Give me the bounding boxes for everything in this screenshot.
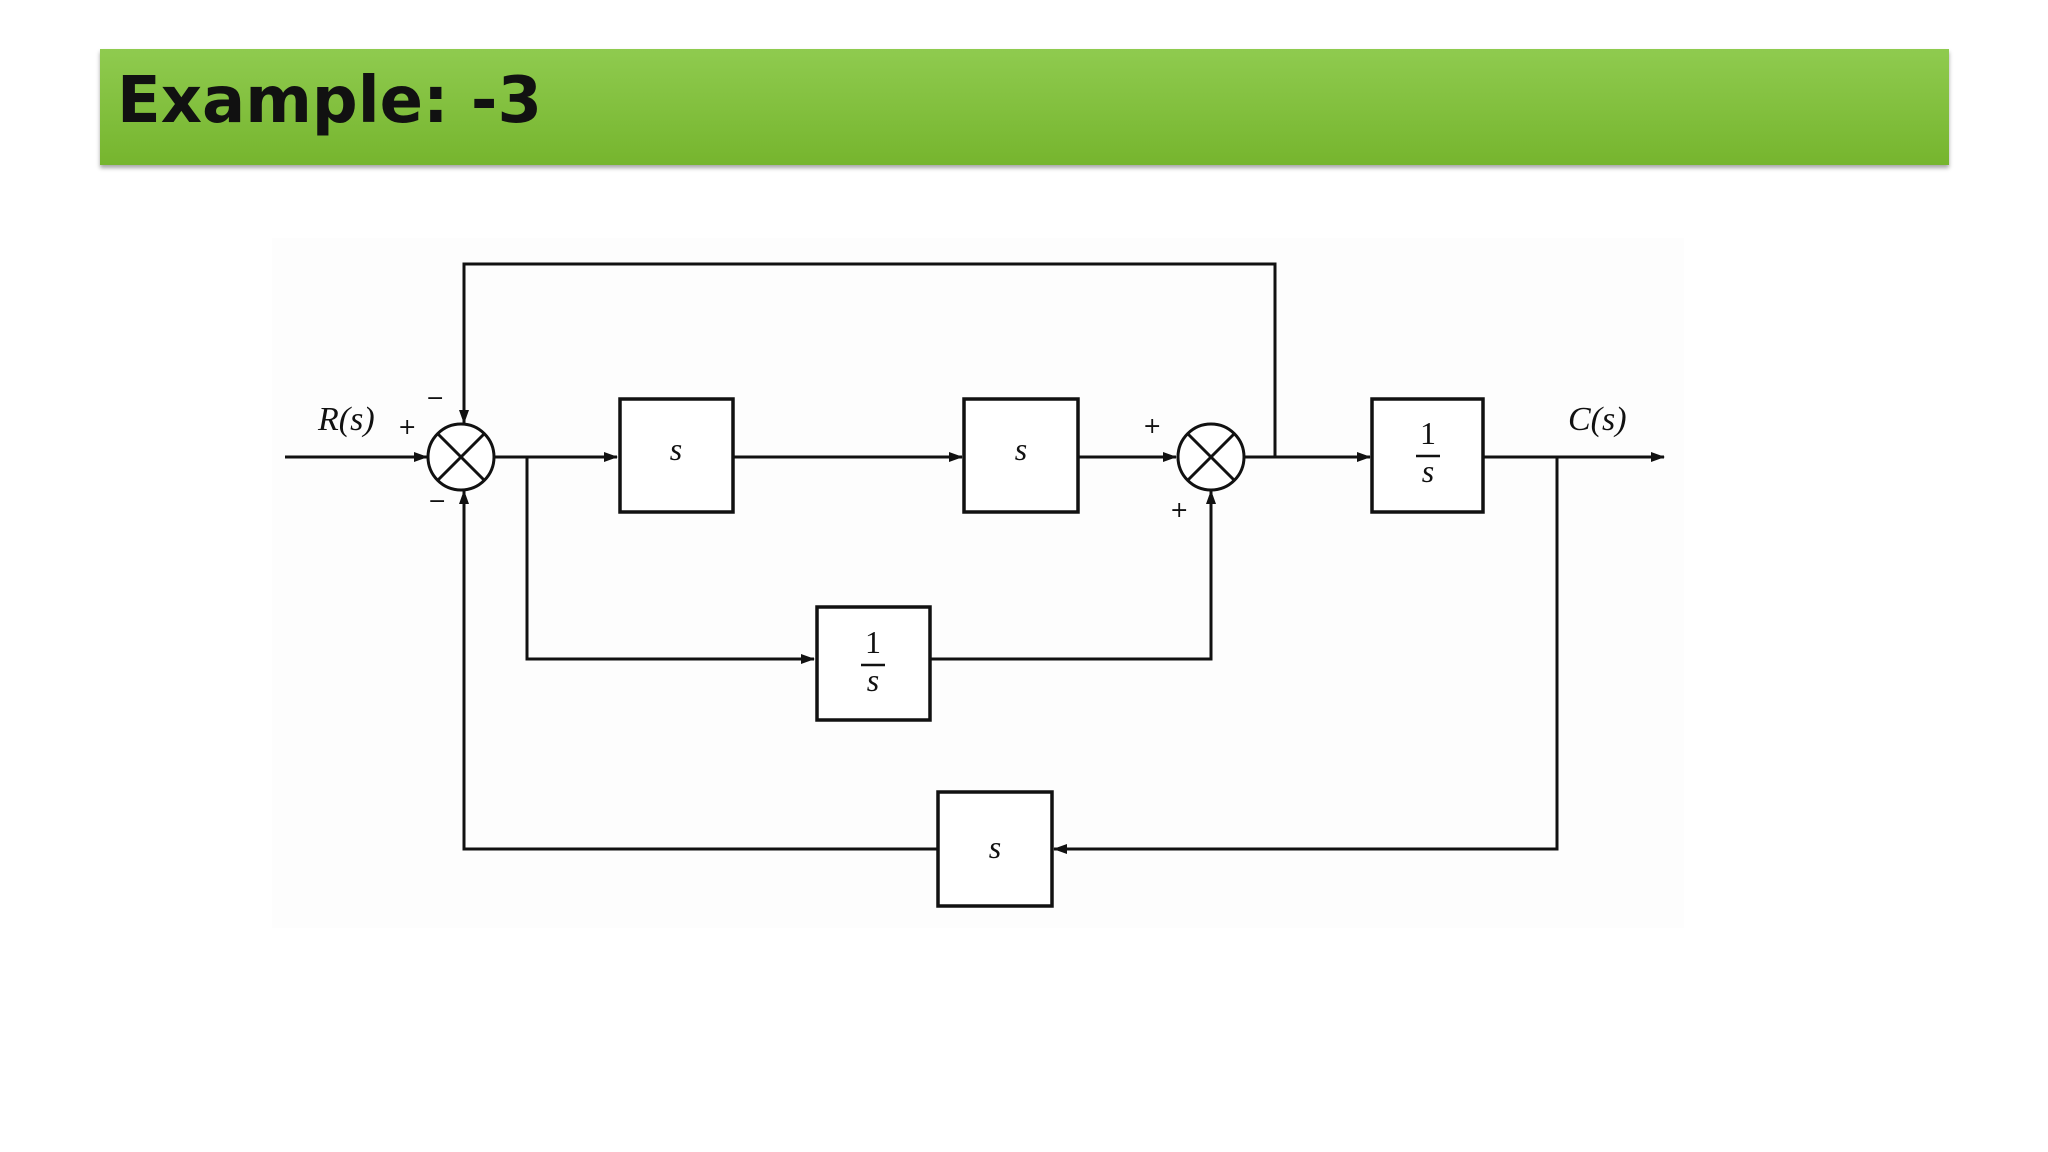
block-forward-2	[962, 397, 1080, 514]
parallel-branch-out-path	[930, 490, 1216, 661]
block-output-numerator: 1	[1420, 415, 1436, 451]
input-label: R(s)	[317, 401, 375, 438]
output-label: C(s)	[1568, 401, 1627, 438]
block-output-denominator: s	[1422, 453, 1434, 489]
block-parallel-numerator: 1	[865, 624, 881, 660]
block-forward-1	[618, 397, 735, 514]
sum2-plus-sign-bottom: +	[1170, 498, 1188, 523]
sum1-top-minus-sign: −	[426, 386, 444, 411]
title-bar: Example: -3	[100, 49, 1949, 165]
sum2-plus-sign-left: +	[1143, 414, 1161, 439]
block-feedback-label: s	[989, 829, 1001, 865]
bottom-feedback-out-path	[459, 490, 938, 851]
top-feedback-path	[459, 262, 1277, 457]
block-parallel-integrator	[815, 605, 932, 722]
slide-title: Example: -3	[117, 64, 542, 138]
block-forward-2-label: s	[1015, 431, 1027, 467]
parallel-branch-in-path	[525, 457, 815, 664]
sum1-plus-sign: +	[398, 415, 416, 440]
sum1-bottom-minus-sign: −	[428, 489, 446, 514]
bottom-feedback-in-path	[1053, 457, 1559, 854]
block-parallel-denominator: s	[867, 662, 879, 698]
block-forward-1-label: s	[670, 431, 682, 467]
block-feedback	[936, 790, 1054, 908]
